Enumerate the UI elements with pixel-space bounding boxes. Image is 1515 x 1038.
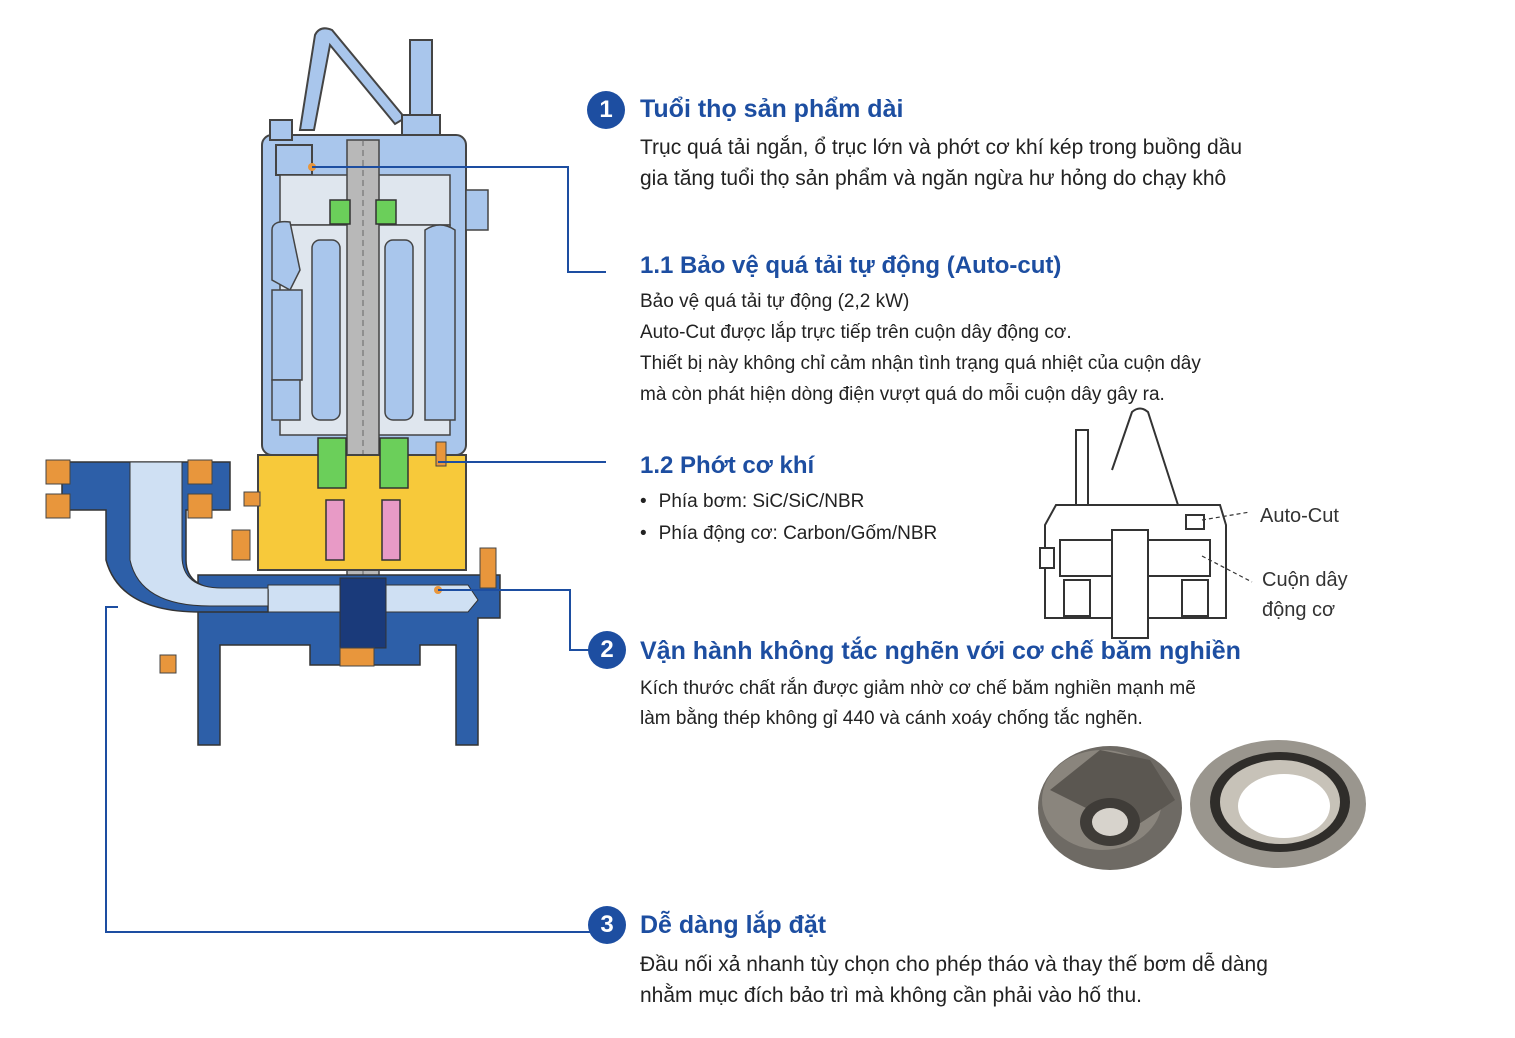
sub-feature-1-2-bullet-1: Phía bơm: SiC/SiC/NBR	[640, 486, 937, 518]
sub-feature-1-1-line-1: Bảo vệ quá tải tự động (2,2 kW)	[640, 291, 910, 312]
feature-2-title: Vận hành không tắc nghẽn với cơ chế băm …	[640, 637, 1241, 665]
bullet-text: Phía động cơ: Carbon/Gốm/NBR	[658, 523, 938, 544]
feature-1-line-1: Trục quá tải ngắn, ổ trục lớn và phớt cơ…	[640, 136, 1243, 159]
bullet-text: Phía bơm: SiC/SiC/NBR	[658, 491, 865, 512]
feature-2-line-1: Kích thước chất rắn được giảm nhờ cơ chế…	[640, 678, 1196, 699]
feature-1-number-badge: 1	[587, 91, 625, 129]
cutter-impeller-photo	[1038, 746, 1182, 870]
cutter-ring-photo	[1190, 740, 1366, 868]
feature-3-title: Dễ dàng lắp đặt	[640, 911, 827, 939]
lifting-handle	[298, 27, 407, 131]
pump-casing	[159, 547, 501, 746]
feature-1-title: Tuổi thọ sản phẩm dài	[640, 95, 904, 123]
oil-chamber	[231, 437, 467, 571]
auto-cut-inset-diagram	[1039, 407, 1253, 639]
sub-feature-1-2-bullet-2: Phía động cơ: Carbon/Gốm/NBR	[640, 518, 938, 550]
motor-coil-label-line-2: động cơ	[1262, 599, 1336, 621]
cable-gland	[401, 39, 441, 138]
upper-bearings	[329, 199, 397, 225]
sub-feature-1-1-line-2: Auto-Cut được lắp trực tiếp trên cuộn dâ…	[640, 322, 1072, 343]
feature-2-line-2: làm bằng thép không gỉ 440 và cánh xoáy …	[640, 708, 1143, 729]
sub-feature-1-1-line-3: Thiết bị này không chỉ cảm nhận tình trạ…	[640, 353, 1201, 374]
shaft	[346, 139, 380, 651]
sub-feature-1-1-title: 1.1 Bảo vệ quá tải tự động (Auto-cut)	[640, 252, 1062, 279]
feature-3-line-1: Đầu nối xả nhanh tùy chọn cho phép tháo …	[640, 953, 1268, 976]
feature-3-number-badge: 3	[588, 906, 626, 944]
sub-feature-1-2-title: 1.2 Phớt cơ khí	[640, 452, 815, 479]
feature-1-line-2: gia tăng tuổi thọ sản phẩm và ngăn ngừa …	[640, 167, 1227, 190]
motor-coil-label-line-1: Cuộn dây	[1262, 569, 1348, 591]
discharge-elbow	[45, 459, 269, 613]
leader-lines	[105, 166, 606, 933]
auto-cut-label: Auto-Cut	[1260, 505, 1339, 527]
sub-feature-1-2-bullets: Phía bơm: SiC/SiC/NBR Phía động cơ: Carb…	[640, 486, 938, 550]
feature-2-number-badge: 2	[588, 631, 626, 669]
sub-feature-1-1-line-4: mà còn phát hiện dòng điện vượt quá do m…	[640, 384, 1165, 405]
feature-3-line-2: nhằm mục đích bảo trì mà không cần phải …	[640, 984, 1142, 1007]
